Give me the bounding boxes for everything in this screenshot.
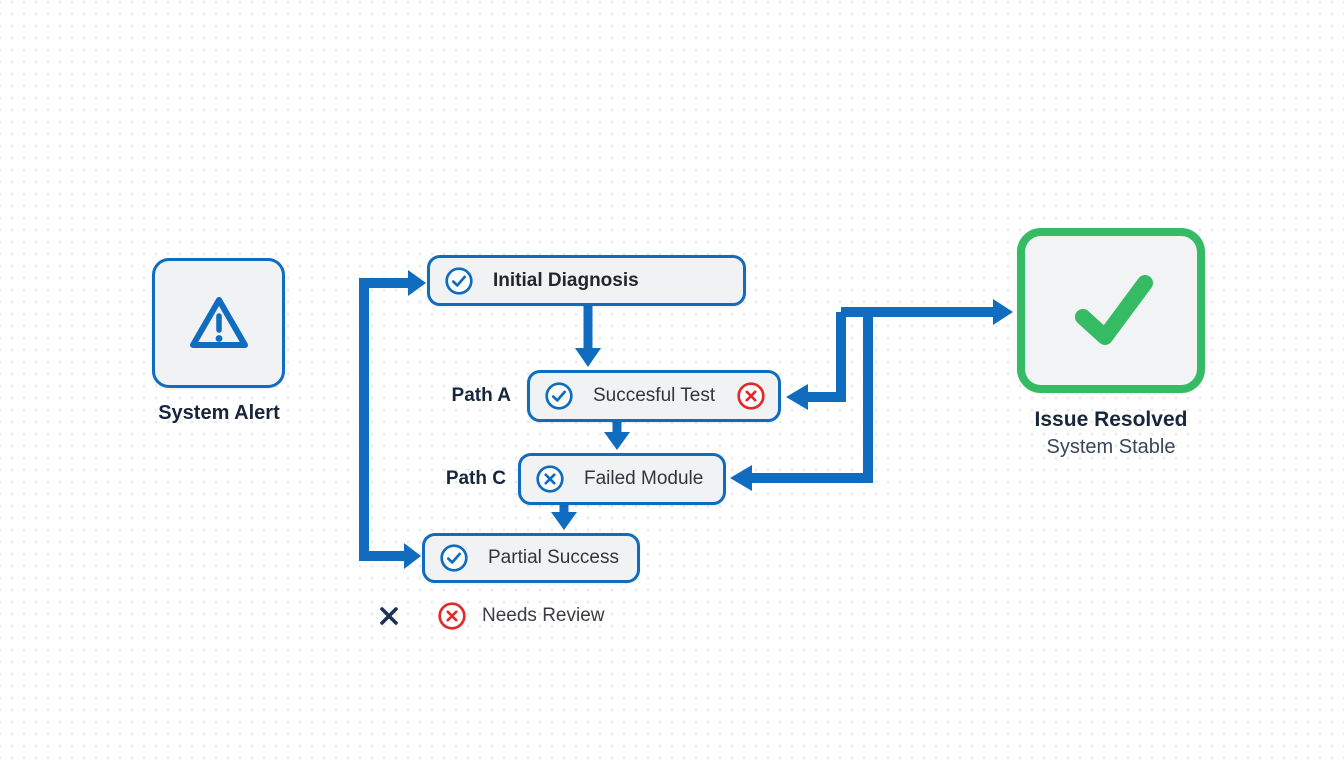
node-initial-diagnosis: Initial Diagnosis [427, 255, 746, 306]
x-circle-icon [438, 602, 466, 630]
check-circle-icon [440, 544, 468, 572]
x-circle-icon [536, 465, 564, 493]
issue-resolved-node [1017, 228, 1205, 393]
system-alert-label: System Alert [158, 402, 280, 424]
x-circle-icon [737, 382, 765, 410]
arrowhead-to-succesful-test [786, 384, 808, 410]
drop-a-connector [808, 312, 846, 402]
arrowhead-down-1 [575, 348, 601, 367]
issue-resolved-subtitle: System Stable [1046, 436, 1176, 458]
warning-triangle-icon [189, 297, 248, 348]
arrowhead-to-issue-resolved [993, 299, 1013, 325]
needs-review-label: Needs Review [482, 605, 605, 626]
issue-resolved-title: Issue Resolved [1034, 408, 1188, 431]
system-alert-node [152, 258, 285, 388]
node-partial-success: Partial Success [422, 533, 640, 583]
arrowhead-down-3 [551, 512, 577, 530]
node-label: Partial Success [488, 547, 619, 568]
check-circle-icon [545, 382, 573, 410]
node-failed-module: Failed Module [518, 453, 726, 505]
path-c-label: Path C [445, 468, 506, 489]
arrowhead-down-2 [604, 432, 630, 450]
arrowhead-to-initial-diagnosis [408, 270, 426, 296]
node-label: Initial Diagnosis [493, 269, 639, 291]
x-mark-icon [380, 607, 398, 625]
check-icon [1075, 274, 1153, 345]
arrowhead-to-failed-module [730, 465, 752, 491]
node-label: Succesful Test [593, 385, 716, 406]
arrowhead-to-partial-success [404, 543, 421, 569]
check-circle-icon [445, 266, 473, 295]
node-label: Failed Module [584, 468, 704, 489]
node-succesful-test: Succesful Test [527, 370, 781, 422]
bracket-connector [359, 278, 408, 561]
path-a-label: Path A [451, 385, 511, 406]
